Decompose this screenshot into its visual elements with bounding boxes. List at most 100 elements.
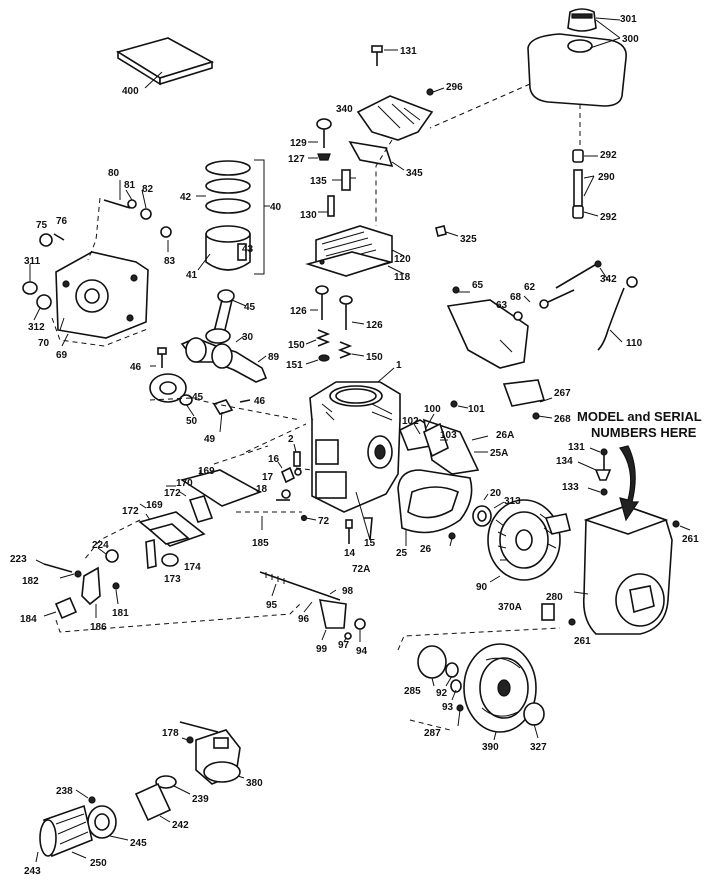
part-label-127: 127: [288, 154, 305, 165]
part-label-80: 80: [108, 168, 120, 179]
blower-housing-part: [541, 505, 691, 635]
part-label-184: 184: [20, 614, 37, 625]
air-filter-part: [35, 775, 191, 863]
carburetor-part: [179, 721, 245, 785]
part-label-103: 103: [440, 430, 457, 441]
part-label-95: 95: [266, 600, 278, 611]
valves-part: [305, 285, 365, 365]
part-label-43: 43: [242, 244, 254, 255]
part-label-135: 135: [310, 176, 327, 187]
control-bracket-part: [446, 260, 638, 420]
part-label-172: 172: [122, 506, 139, 517]
part-label-99: 99: [316, 644, 328, 655]
part-label-93: 93: [442, 702, 454, 713]
part-label-26a: 26A: [496, 430, 514, 441]
crankcase-cover-part: [22, 233, 151, 347]
part-label-133: 133: [562, 482, 579, 493]
part-label-150-left: 150: [288, 340, 305, 351]
part-label-173: 173: [164, 574, 181, 585]
part-label-169-bottom: 169: [146, 500, 163, 511]
part-label-312: 312: [28, 322, 45, 333]
part-label-98: 98: [342, 586, 354, 597]
part-label-97: 97: [338, 640, 350, 651]
part-label-300: 300: [622, 34, 639, 45]
part-label-96: 96: [298, 614, 310, 625]
head-bolts-part: [308, 118, 356, 217]
part-label-267: 267: [554, 388, 571, 399]
part-label-70: 70: [38, 338, 50, 349]
part-label-15: 15: [364, 538, 376, 549]
part-label-129: 129: [290, 138, 307, 149]
part-label-400: 400: [122, 86, 139, 97]
part-label-174: 174: [184, 562, 201, 573]
part-label-285: 285: [404, 686, 421, 697]
part-label-296: 296: [446, 82, 463, 93]
piston-assembly-part: [196, 159, 270, 275]
part-label-131-right: 131: [568, 442, 585, 453]
governor-linkage-part: [35, 547, 301, 633]
bolt-131-part: [371, 45, 398, 66]
recoil-starter-part: [397, 627, 561, 741]
part-label-17: 17: [262, 472, 274, 483]
part-label-25a: 25A: [490, 448, 508, 459]
part-label-171: 172: [164, 488, 181, 499]
part-label-90: 90: [476, 582, 488, 593]
part-label-30: 30: [242, 332, 254, 343]
connecting-rod-part: [205, 289, 247, 344]
part-label-182: 182: [22, 576, 39, 587]
part-label-110: 110: [626, 338, 643, 349]
part-label-250: 250: [90, 858, 107, 869]
part-label-18: 18: [256, 484, 268, 495]
part-label-62: 62: [524, 282, 536, 293]
part-label-181: 181: [112, 608, 129, 619]
part-label-134: 134: [556, 456, 573, 467]
part-label-94: 94: [356, 646, 368, 657]
intake-manifold-part: [83, 445, 302, 570]
part-label-82: 82: [142, 184, 154, 195]
part-label-130: 130: [300, 210, 317, 221]
part-label-327: 327: [530, 742, 547, 753]
part-label-185: 185: [252, 538, 269, 549]
bracket-340-part: [356, 87, 445, 141]
bolts-72-part: [300, 491, 373, 544]
crankshaft-part: [180, 335, 268, 383]
part-label-170: 170: [176, 478, 193, 489]
part-label-243: 243: [24, 866, 41, 877]
part-label-81: 81: [124, 180, 136, 191]
part-label-46-left: 46: [130, 362, 142, 373]
part-label-268: 268: [554, 414, 571, 425]
part-label-261-bottom: 261: [574, 636, 591, 647]
cylinder-head-part: [305, 225, 405, 277]
bearing-part: [149, 347, 301, 433]
part-label-40: 40: [270, 202, 282, 213]
part-number-labels: 301 300 131 296 400 340 129 292 127 345 …: [10, 14, 699, 877]
part-label-280: 280: [546, 592, 563, 603]
bracket-100-part: [413, 400, 489, 458]
part-label-239: 239: [192, 794, 209, 805]
part-label-46-right: 46: [254, 396, 266, 407]
clip-325-part: [435, 225, 459, 237]
manual-part: [116, 37, 215, 89]
part-label-242: 242: [172, 820, 189, 831]
part-label-311: 311: [24, 256, 41, 267]
part-label-169-top: 169: [198, 466, 215, 477]
part-label-83: 83: [164, 256, 176, 267]
part-label-26: 26: [420, 544, 432, 555]
part-label-292-top: 292: [600, 150, 617, 161]
part-label-223: 223: [10, 554, 27, 565]
part-label-370a: 370A: [498, 602, 522, 613]
part-label-238: 238: [56, 786, 73, 797]
governor-shaft-part: [259, 571, 366, 643]
part-label-287: 287: [424, 728, 441, 739]
part-label-186: 186: [90, 622, 107, 633]
part-label-340: 340: [336, 104, 353, 115]
part-label-16: 16: [268, 454, 280, 465]
callout-line-1: MODEL and SERIAL: [577, 409, 702, 424]
part-label-101: 101: [468, 404, 485, 415]
part-label-92: 92: [436, 688, 448, 699]
part-label-151: 151: [286, 360, 303, 371]
plate-345-part: [348, 140, 405, 171]
part-label-178: 178: [162, 728, 179, 739]
part-label-41: 41: [186, 270, 198, 281]
part-label-345: 345: [406, 168, 423, 179]
